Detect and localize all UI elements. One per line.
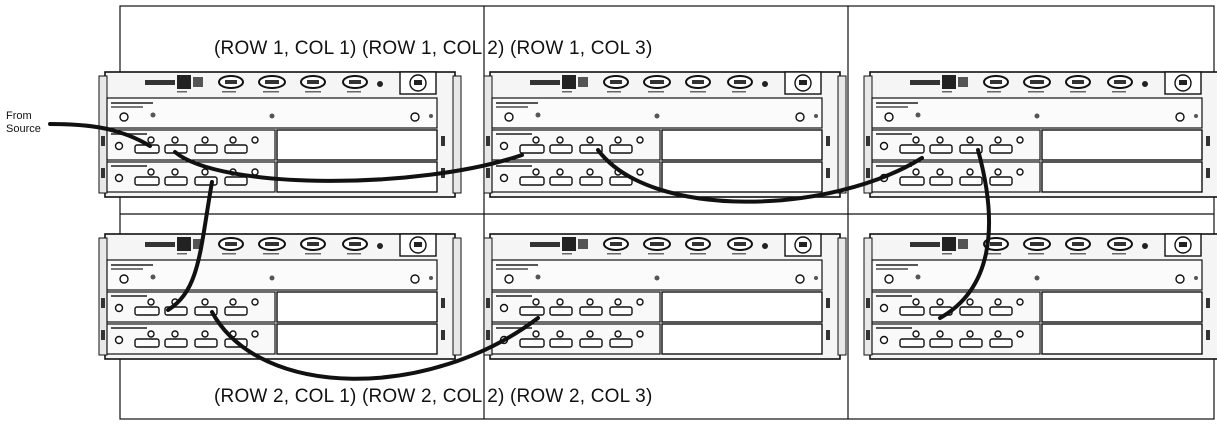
label-row1-col1: (ROW 1, COL 1)	[214, 38, 362, 59]
processor-row2-col3	[864, 234, 1217, 359]
label-row2-col1: (ROW 2, COL 1)	[214, 386, 362, 407]
label-row2-col2: (ROW 2, COL 2)	[362, 386, 510, 407]
top-position-labels: (ROW 1, COL 1) (ROW 1, COL 2) (ROW 1, CO…	[214, 38, 652, 60]
source-label-line2: Source	[6, 123, 41, 136]
source-label: From Source	[6, 110, 41, 136]
label-row1-col3: (ROW 1, COL 3)	[510, 38, 653, 59]
source-label-line1: From	[6, 110, 41, 123]
processor-row1-col3	[864, 72, 1217, 197]
processor-row2-col1	[99, 234, 461, 359]
label-row2-col3: (ROW 2, COL 3)	[510, 386, 653, 407]
processor-row1-col2	[484, 72, 846, 197]
label-row1-col2: (ROW 1, COL 2)	[362, 38, 510, 59]
processor-row2-col2	[484, 234, 846, 359]
bottom-position-labels: (ROW 2, COL 1) (ROW 2, COL 2) (ROW 2, CO…	[214, 386, 652, 408]
